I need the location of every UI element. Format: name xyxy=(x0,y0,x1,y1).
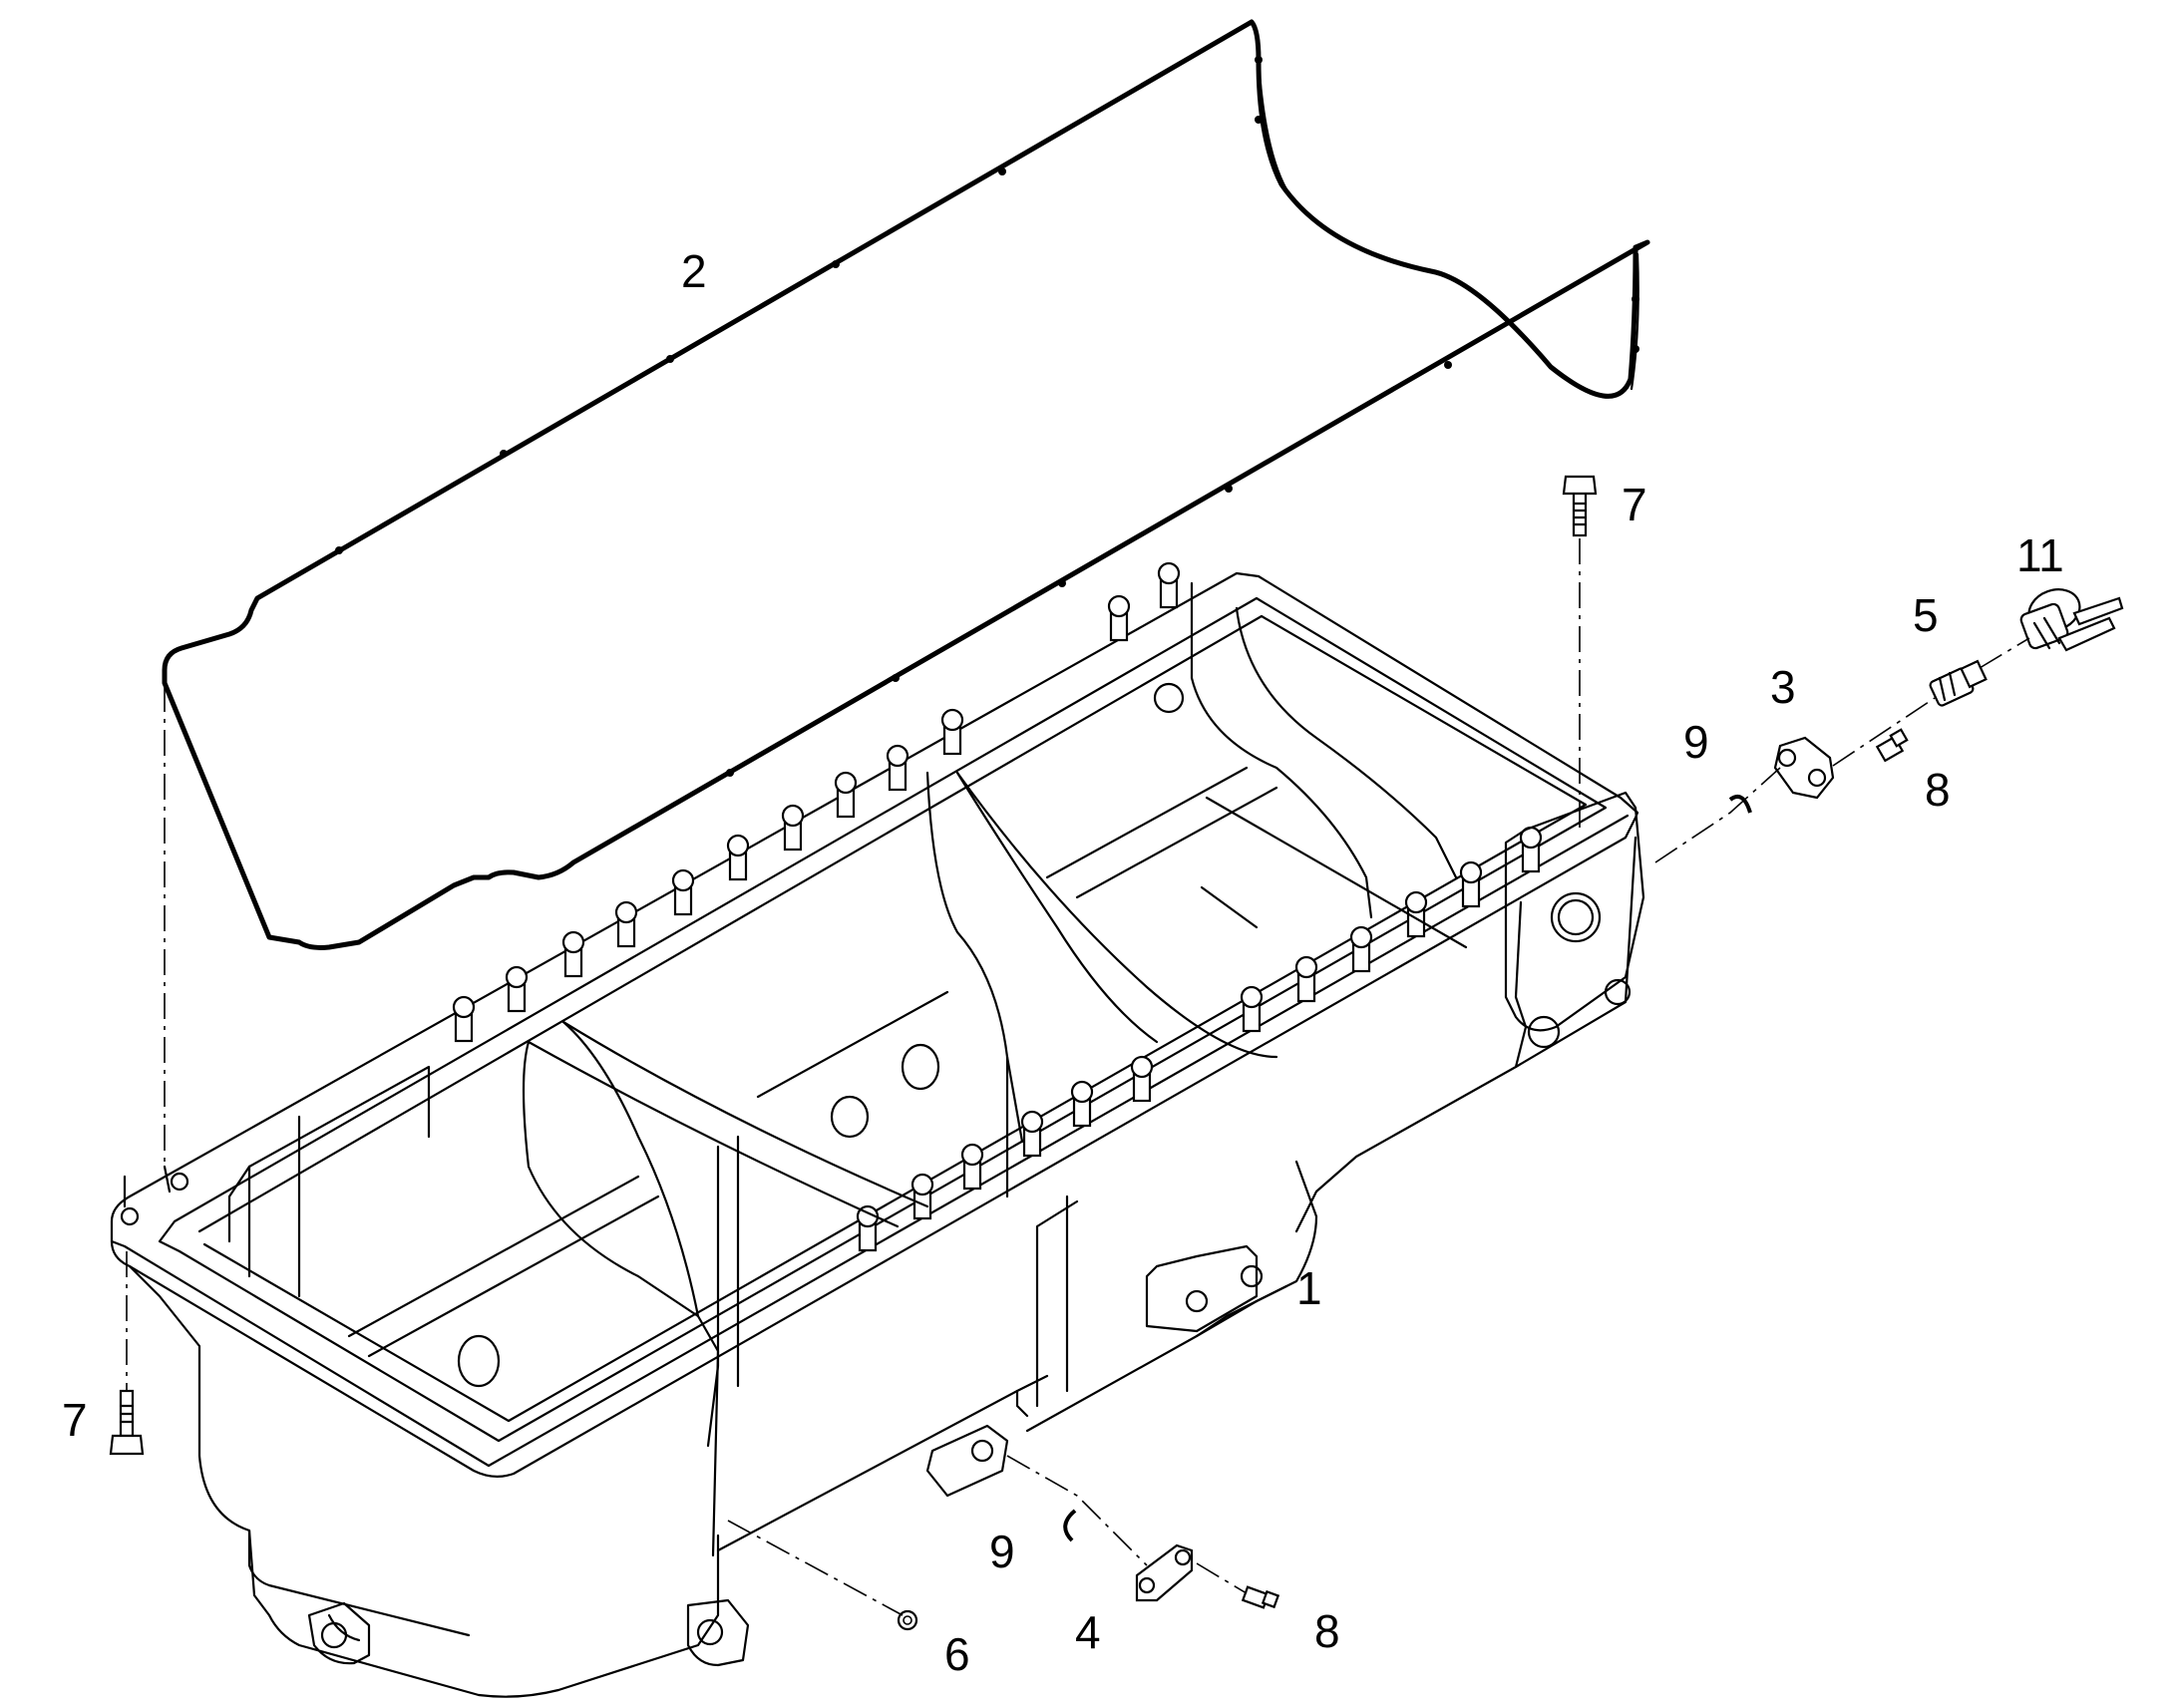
callout-11: 11 xyxy=(2016,529,2064,581)
sensor-adapter xyxy=(1929,659,1988,707)
callout-3: 3 xyxy=(1770,661,1796,713)
screw-lower xyxy=(1241,1585,1280,1609)
sensor xyxy=(2019,588,2124,652)
callout-8-lower: 8 xyxy=(1314,1605,1340,1657)
flange-bolt-right xyxy=(1562,475,1598,537)
callout-labels: 1 2 3 4 5 6 7 7 8 8 9 9 11 xyxy=(62,245,2064,1680)
gasket-studs xyxy=(335,56,1639,777)
callout-5: 5 xyxy=(1913,589,1939,641)
callout-8-upper: 8 xyxy=(1925,764,1951,816)
callout-7-left: 7 xyxy=(62,1394,88,1446)
flange-bolt-left xyxy=(109,1389,145,1456)
oil-pan xyxy=(110,561,1645,1698)
callout-9-lower: 9 xyxy=(989,1526,1015,1577)
callout-9-upper: 9 xyxy=(1683,716,1709,768)
callout-6: 6 xyxy=(944,1628,970,1680)
callout-7-right: 7 xyxy=(1622,479,1647,530)
rim-bolts xyxy=(452,561,1543,1252)
screw-upper xyxy=(1875,728,1909,763)
cover-plate-upper xyxy=(1773,736,1835,800)
assembly-lines xyxy=(126,538,2030,1616)
oil-pan-gasket xyxy=(162,19,1650,950)
callout-1: 1 xyxy=(1296,1262,1322,1314)
callout-4: 4 xyxy=(1075,1606,1101,1658)
callout-2: 2 xyxy=(681,245,707,297)
drain-plug xyxy=(897,1609,918,1631)
o-ring-upper xyxy=(1728,795,1752,814)
o-ring-lower xyxy=(1063,1509,1077,1542)
cover-plate-lower xyxy=(1135,1543,1194,1602)
